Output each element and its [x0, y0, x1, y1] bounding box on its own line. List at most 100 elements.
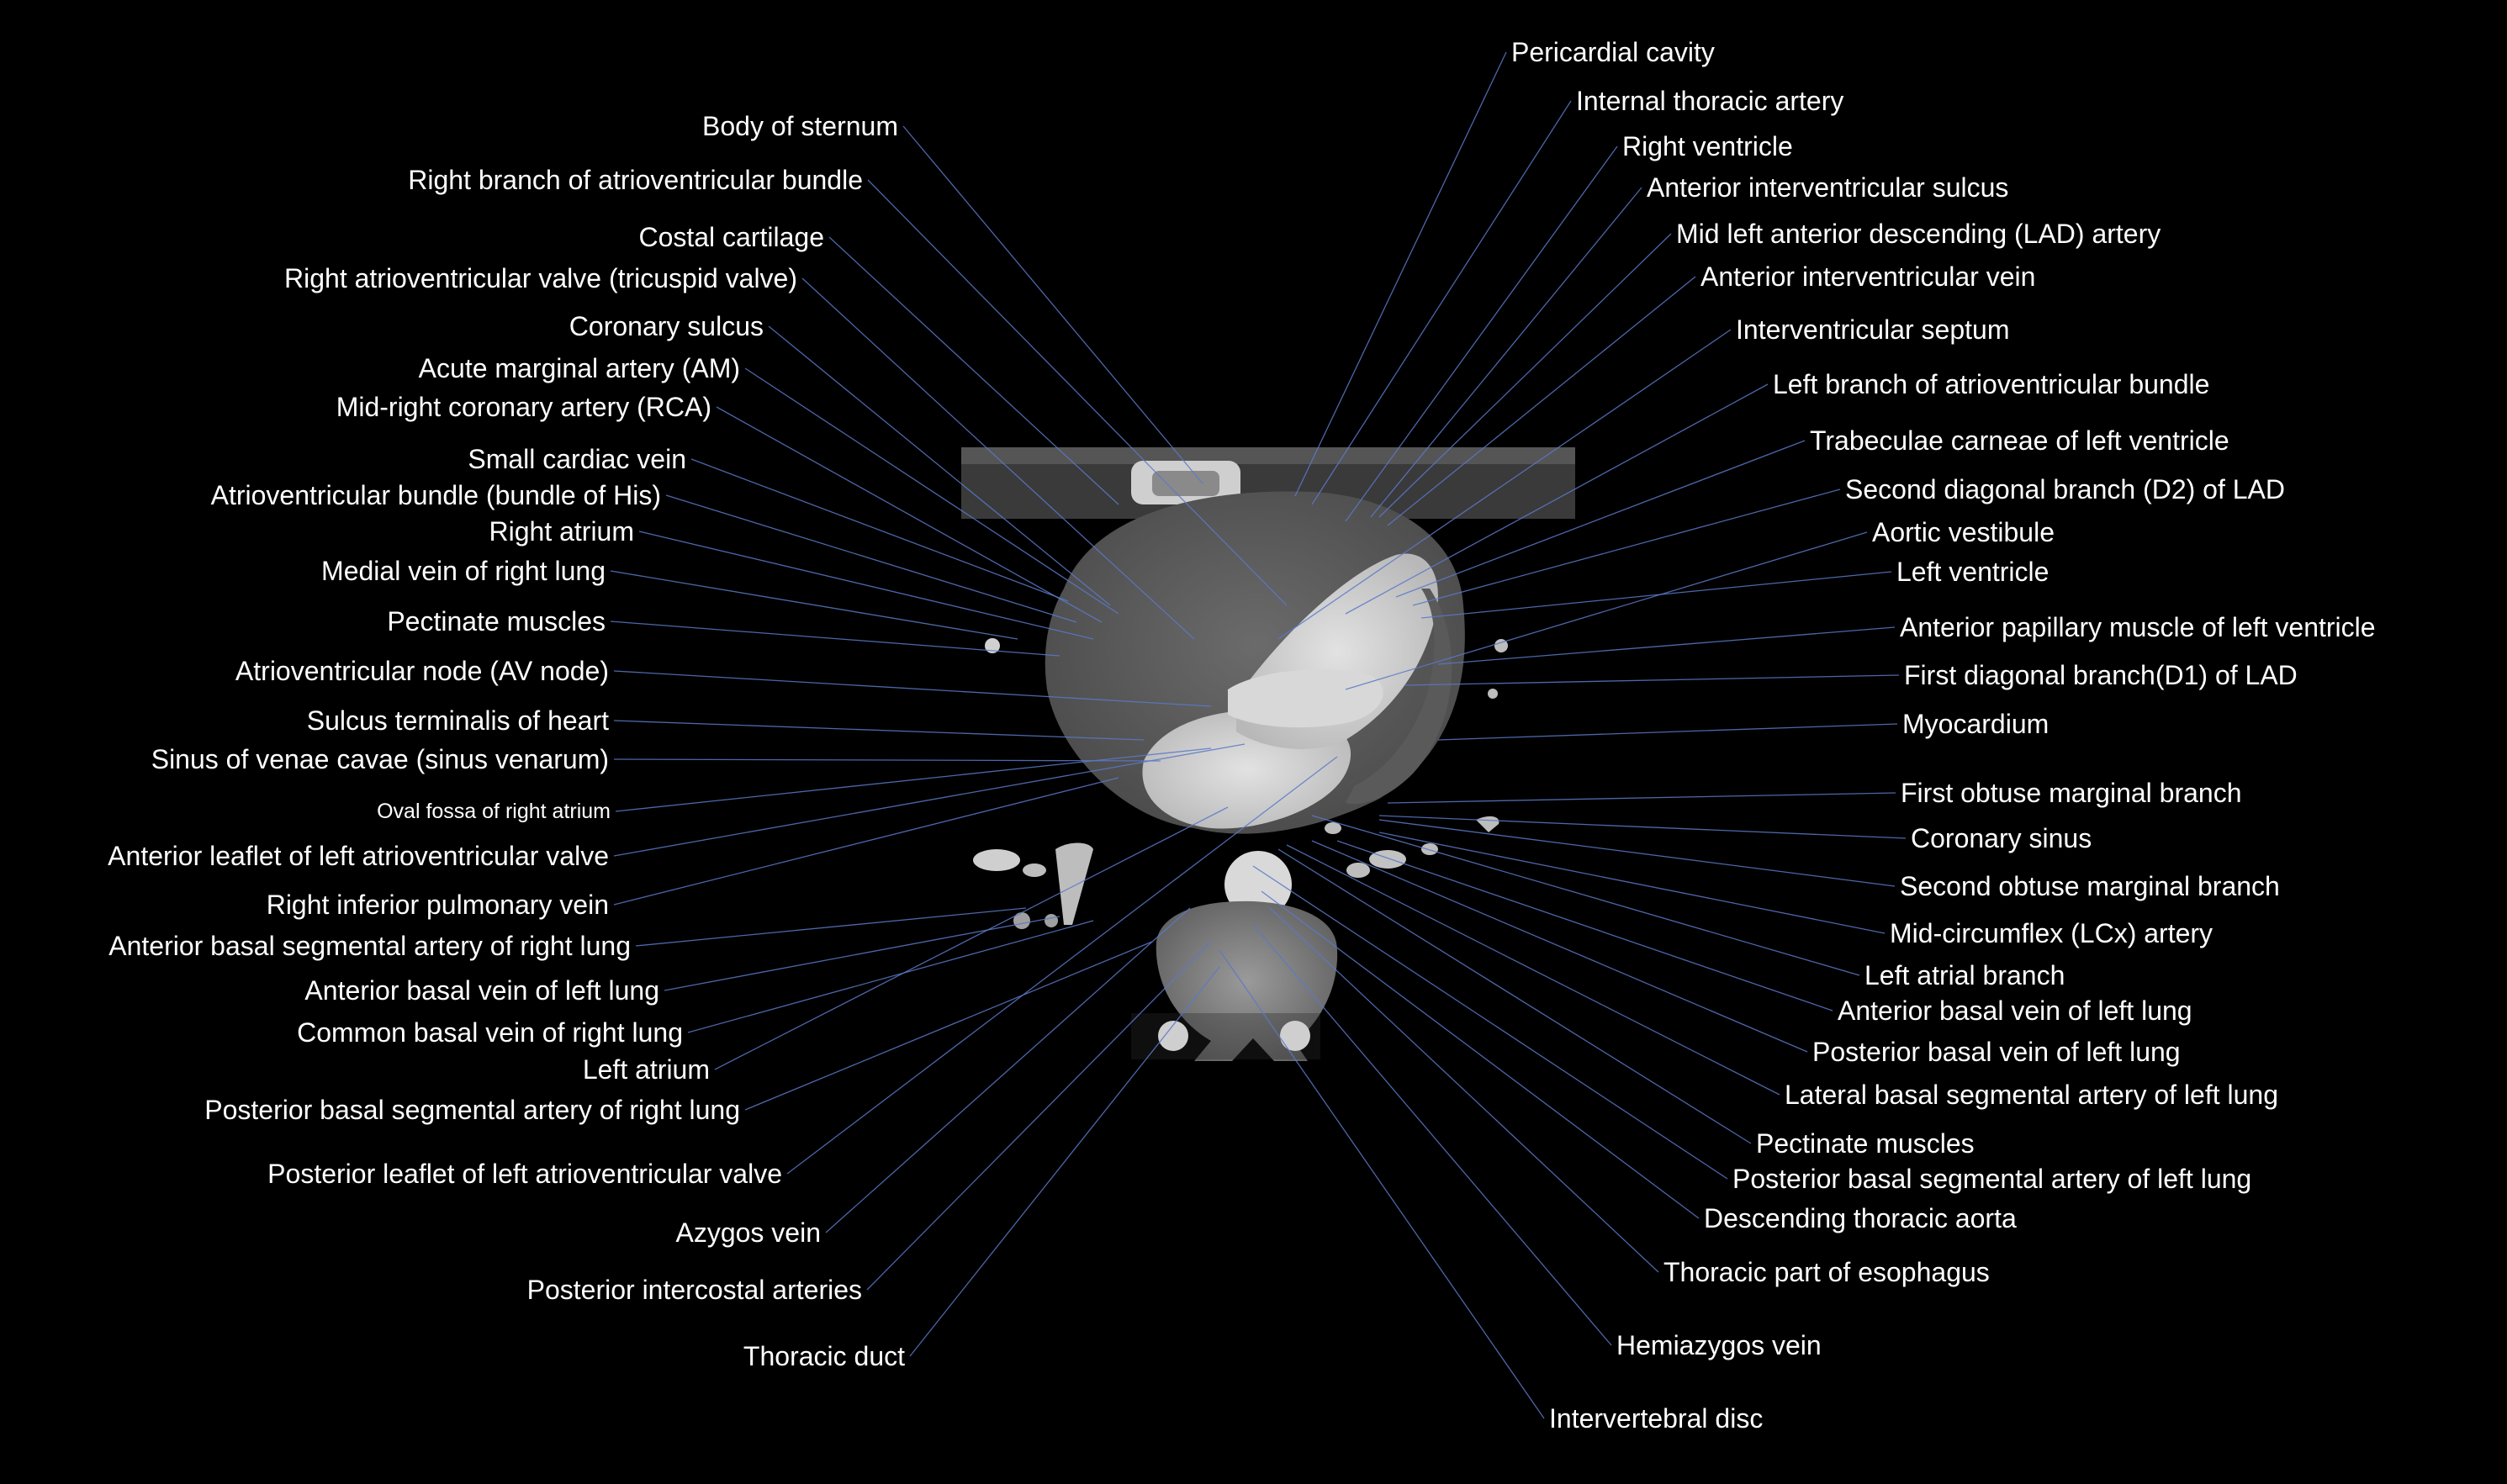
leader-line-sulcus-terminalis-of-heart	[613, 720, 1145, 741]
leader-line-second-diagonal-branch-d2-of-lad	[1412, 489, 1841, 606]
label-medial-vein-of-right-lung: Medial vein of right lung	[321, 556, 606, 586]
label-second-diagonal-branch-d2-of-lad: Second diagonal branch (D2) of LAD	[1845, 474, 2285, 504]
leader-line-mid-circumflex-lcx-artery	[1378, 832, 1886, 934]
label-anterior-basal-segmental-artery-of-right-lung: Anterior basal segmental artery of right…	[108, 931, 631, 961]
leader-line-left-branch-of-atrioventricular-bundle	[1345, 383, 1769, 615]
leader-line-left-ventricle	[1420, 571, 1892, 619]
label-posterior-basal-segmental-artery-of-left-lung: Posterior basal segmental artery of left…	[1732, 1164, 2252, 1194]
label-sinus-of-venae-cavae-sinus-venarum: Sinus of venae cavae (sinus venarum)	[151, 744, 609, 774]
leader-line-hemiazygos-vein	[1252, 924, 1612, 1346]
leader-line-right-atrium	[638, 531, 1094, 640]
leader-line-posterior-leaflet-of-left-atrioventricular-valve	[786, 756, 1338, 1175]
label-myocardium: Myocardium	[1902, 709, 2049, 739]
leader-line-anterior-papillary-muscle-of-left-ventricle	[1437, 626, 1896, 665]
leader-line-azygos-vein	[825, 907, 1191, 1233]
label-right-branch-of-atrioventricular-bundle: Right branch of atrioventricular bundle	[408, 165, 863, 195]
leader-line-posterior-intercostal-arteries	[866, 941, 1212, 1291]
leader-line-acute-marginal-artery-am	[744, 367, 1119, 615]
label-right-ventricle: Right ventricle	[1622, 131, 1793, 161]
label-mid-circumflex-lcx-artery: Mid-circumflex (LCx) artery	[1890, 918, 2213, 948]
label-mid-right-coronary-artery-rca: Mid-right coronary artery (RCA)	[336, 392, 711, 422]
label-mid-left-anterior-descending-lad-artery: Mid left anterior descending (LAD) arter…	[1676, 219, 2161, 249]
leader-line-first-obtuse-marginal-branch	[1387, 792, 1896, 804]
leader-line-pericardial-cavity	[1294, 51, 1507, 497]
label-atrioventricular-node-av-node: Atrioventricular node (AV node)	[235, 656, 609, 686]
label-right-atrioventricular-valve-tricuspid-valve: Right atrioventricular valve (tricuspid …	[284, 263, 797, 293]
leader-line-right-branch-of-atrioventricular-bundle	[867, 179, 1288, 606]
label-atrioventricular-bundle-bundle-of-his: Atrioventricular bundle (bundle of His)	[210, 480, 661, 510]
leader-line-thoracic-duct	[909, 966, 1220, 1357]
leader-line-medial-vein-of-right-lung	[610, 570, 1018, 640]
leader-line-oval-fossa-of-right-atrium	[615, 747, 1212, 812]
label-hemiazygos-vein: Hemiazygos vein	[1616, 1330, 1822, 1360]
leader-line-posterior-basal-segmental-artery-of-left-lung	[1252, 865, 1728, 1180]
label-aortic-vestibule: Aortic vestibule	[1872, 517, 2055, 547]
leader-line-descending-thoracic-aorta	[1261, 890, 1700, 1219]
label-thoracic-part-of-esophagus: Thoracic part of esophagus	[1663, 1257, 1990, 1287]
leader-line-anterior-interventricular-sulcus	[1370, 187, 1642, 518]
leader-line-right-inferior-pulmonary-vein	[613, 777, 1119, 906]
leader-line-trabeculae-carneae-of-left-ventricle	[1395, 440, 1806, 598]
leader-line-interventricular-septum	[1277, 329, 1732, 640]
leader-line-first-diagonal-branch-d1-of-lad	[1404, 674, 1900, 686]
label-costal-cartilage: Costal cartilage	[638, 222, 824, 252]
label-first-obtuse-marginal-branch: First obtuse marginal branch	[1901, 778, 2242, 808]
label-right-atrium: Right atrium	[489, 516, 635, 547]
label-thoracic-duct: Thoracic duct	[743, 1341, 905, 1371]
leader-line-pectinate-muscles	[1277, 848, 1752, 1144]
label-right-inferior-pulmonary-vein: Right inferior pulmonary vein	[266, 890, 609, 920]
label-anterior-interventricular-vein: Anterior interventricular vein	[1700, 261, 2036, 292]
leader-line-sinus-of-venae-cavae-sinus-venarum	[613, 758, 1161, 762]
label-left-ventricle: Left ventricle	[1896, 557, 2049, 587]
leader-line-left-atrium	[714, 806, 1229, 1070]
label-anterior-basal-vein-of-left-lung: Anterior basal vein of left lung	[1838, 995, 2192, 1026]
label-coronary-sinus: Coronary sinus	[1911, 823, 2092, 853]
leader-line-intervertebral-disc	[1219, 949, 1545, 1419]
label-pectinate-muscles: Pectinate muscles	[387, 606, 606, 636]
label-coronary-sulcus: Coronary sulcus	[569, 311, 764, 341]
label-descending-thoracic-aorta: Descending thoracic aorta	[1704, 1203, 2017, 1233]
label-left-atrium: Left atrium	[582, 1054, 710, 1085]
leader-line-aortic-vestibule	[1345, 531, 1868, 690]
leader-line-left-atrial-branch	[1311, 815, 1860, 976]
leader-line-right-ventricle	[1345, 145, 1618, 522]
label-anterior-interventricular-sulcus: Anterior interventricular sulcus	[1647, 172, 2009, 203]
leader-line-second-obtuse-marginal-branch	[1378, 819, 1896, 887]
leader-line-internal-thoracic-artery	[1311, 100, 1572, 505]
leader-line-lateral-basal-segmental-artery-of-left-lung	[1286, 844, 1780, 1096]
leader-line-mid-right-coronary-artery-rca	[716, 406, 1103, 623]
leader-line-body-of-sternum	[902, 125, 1203, 484]
label-second-obtuse-marginal-branch: Second obtuse marginal branch	[1900, 871, 2280, 901]
label-body-of-sternum: Body of sternum	[702, 111, 898, 141]
label-oval-fossa-of-right-atrium: Oval fossa of right atrium	[377, 800, 611, 823]
leader-line-atrioventricular-node-av-node	[613, 670, 1212, 707]
label-left-atrial-branch: Left atrial branch	[1864, 960, 2065, 990]
leader-line-posterior-basal-segmental-artery-of-right-lung	[744, 941, 1153, 1111]
leader-line-costal-cartilage	[828, 236, 1119, 505]
label-anterior-basal-vein-of-left-lung: Anterior basal vein of left lung	[304, 975, 659, 1006]
leader-line-common-basal-vein-of-right-lung	[687, 920, 1094, 1033]
label-posterior-basal-vein-of-left-lung: Posterior basal vein of left lung	[1812, 1037, 2181, 1067]
leader-line-small-cardiac-vein	[690, 458, 1069, 602]
label-first-diagonal-branch-d1-of-lad: First diagonal branch(D1) of LAD	[1904, 660, 2298, 690]
leader-line-myocardium	[1437, 723, 1898, 741]
label-intervertebral-disc: Intervertebral disc	[1549, 1403, 1764, 1434]
label-internal-thoracic-artery: Internal thoracic artery	[1576, 86, 1844, 116]
label-azygos-vein: Azygos vein	[675, 1217, 821, 1248]
label-pericardial-cavity: Pericardial cavity	[1511, 37, 1715, 67]
label-common-basal-vein-of-right-lung: Common basal vein of right lung	[297, 1017, 683, 1048]
leader-line-coronary-sulcus	[768, 325, 1111, 606]
leader-line-thoracic-part-of-esophagus	[1269, 907, 1659, 1273]
leader-line-anterior-basal-vein-of-left-lung	[664, 916, 1060, 991]
label-anterior-leaflet-of-left-atrioventricular-valve: Anterior leaflet of left atrioventricula…	[108, 841, 609, 871]
leader-line-anterior-basal-vein-of-left-lung	[1336, 840, 1833, 1011]
label-lateral-basal-segmental-artery-of-left-lung: Lateral basal segmental artery of left l…	[1785, 1080, 2278, 1110]
leader-line-anterior-interventricular-vein	[1387, 276, 1696, 526]
leader-line-posterior-basal-vein-of-left-lung	[1311, 840, 1808, 1053]
leader-line-anterior-leaflet-of-left-atrioventricular-valve	[613, 743, 1246, 857]
leader-line-anterior-basal-segmental-artery-of-right-lung	[635, 907, 1027, 947]
label-small-cardiac-vein: Small cardiac vein	[468, 444, 686, 474]
label-posterior-basal-segmental-artery-of-right-lung: Posterior basal segmental artery of righ…	[204, 1095, 740, 1125]
